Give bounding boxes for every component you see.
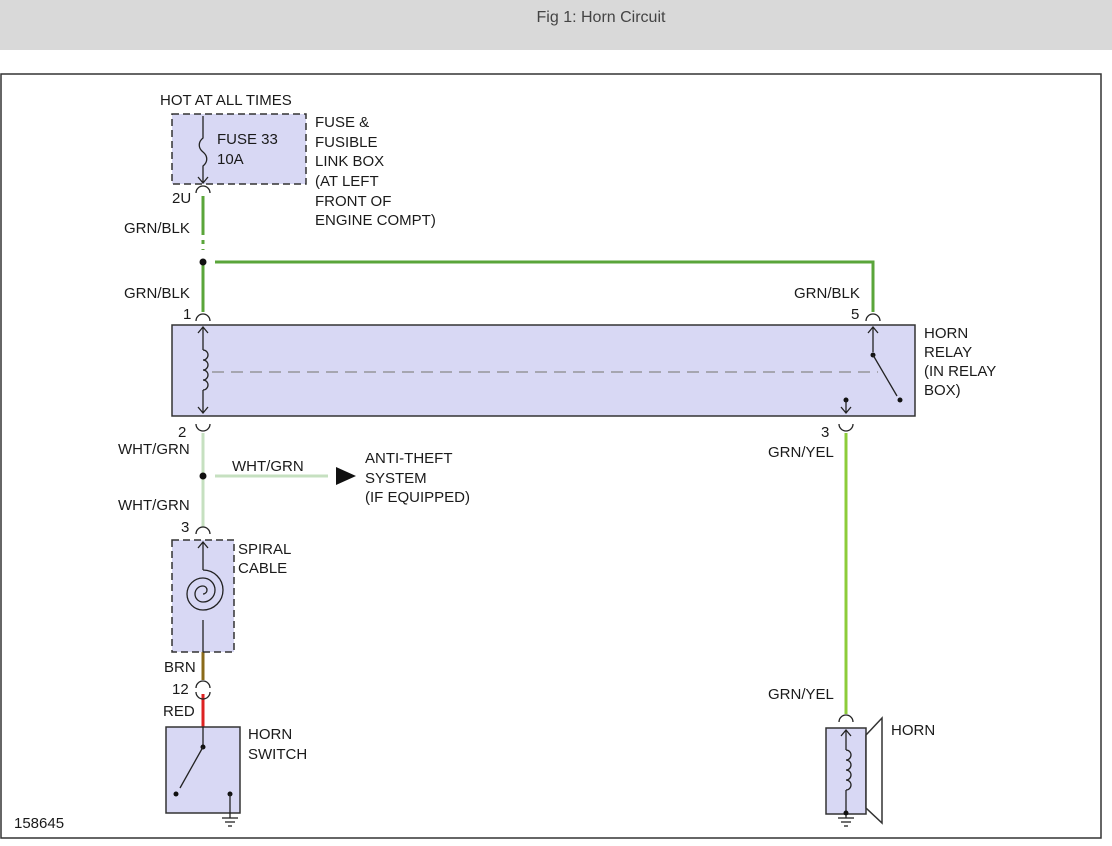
spiral-connector-3 — [195, 526, 211, 535]
wire-label-red: RED — [163, 703, 195, 720]
fuse-location-line-5: FRONT OF — [315, 193, 391, 210]
fuse-box — [171, 113, 307, 194]
horn-switch-label-line-1: HORN — [248, 726, 292, 743]
wire-grn-blk-top-run — [215, 260, 875, 312]
horn-label: HORN — [891, 722, 935, 739]
relay-connector-2 — [195, 423, 211, 432]
relay-output-arrow — [840, 406, 852, 415]
horn-switch-contact-left — [173, 791, 179, 797]
figure-id: 158645 — [14, 815, 64, 832]
ground-icon — [838, 817, 854, 827]
spiral-arrow-top — [197, 540, 209, 549]
horn-ground-dot — [843, 810, 849, 816]
relay-coil-arrow-bottom — [197, 406, 209, 415]
relay-label-line-3: (IN RELAY — [924, 363, 996, 380]
spiral-label-line-2: CABLE — [238, 560, 287, 577]
fuse-pin-label: 2U — [172, 190, 191, 207]
fuse-rating-label: 10A — [217, 151, 244, 168]
horn — [825, 714, 883, 827]
fuse-supply-label: HOT AT ALL TIMES — [160, 92, 292, 109]
spiral-pin-top: 3 — [181, 519, 189, 536]
horn-coil-icon — [845, 749, 852, 791]
wire-wht-grn — [201, 433, 328, 527]
horn-switch-body — [165, 726, 241, 814]
horn-coil-arrow — [840, 728, 852, 737]
fuse-location-line-4: (AT LEFT — [315, 173, 379, 190]
wire-label-wht-grn-2: WHT/GRN — [232, 458, 304, 475]
relay-connector-3 — [838, 423, 854, 432]
fuse-box-outline — [171, 113, 307, 185]
relay-coil-arrow-top — [197, 325, 209, 334]
wire-label-grn-yel-1: GRN/YEL — [768, 444, 834, 461]
relay-switch-contact — [897, 397, 903, 403]
horn-switch-label-line-2: SWITCH — [248, 746, 307, 763]
fuse-location-line-1: FUSE & — [315, 114, 369, 131]
fuse-symbol — [198, 116, 208, 182]
horn-switch-blade — [179, 746, 204, 789]
anti-theft-label-line-2: SYSTEM — [365, 470, 427, 487]
fuse-location-line-6: ENGINE COMPT) — [315, 212, 436, 229]
horn-bell — [865, 716, 883, 825]
spiral-label-line-1: SPIRAL — [238, 541, 291, 558]
splice-wht-grn — [199, 472, 207, 480]
diagram-frame — [0, 73, 1102, 839]
horn-switch — [165, 726, 241, 827]
wire-label-wht-grn-3: WHT/GRN — [118, 497, 190, 514]
spiral-coil-icon — [186, 569, 224, 611]
relay-connector-1 — [195, 313, 211, 322]
horn-relay-body — [171, 324, 916, 417]
relay-pin-5: 5 — [851, 306, 859, 323]
wire-label-grn-blk-1: GRN/BLK — [124, 220, 190, 237]
spiral-connector-12 — [195, 680, 211, 700]
relay-connector-5 — [865, 313, 881, 322]
wire-label-grn-yel-2: GRN/YEL — [768, 686, 834, 703]
figure-header: Fig 1: Horn Circuit — [0, 0, 1112, 50]
fuse-pin-arrow — [197, 176, 209, 185]
relay-label-line-2: RELAY — [924, 344, 972, 361]
spiral-pin-bottom: 12 — [172, 681, 189, 698]
horn-connector — [838, 714, 854, 723]
fuse-name-label: FUSE 33 — [217, 131, 278, 148]
relay-label-line-4: BOX) — [924, 382, 961, 399]
wire-label-grn-blk-3: GRN/BLK — [794, 285, 860, 302]
anti-theft-arrow — [336, 467, 356, 485]
relay-pin-1: 1 — [183, 306, 191, 323]
fuse-location-line-3: LINK BOX — [315, 153, 384, 170]
fuse-location-line-2: FUSIBLE — [315, 134, 378, 151]
ground-icon — [222, 817, 238, 827]
wire-grn-blk — [201, 196, 875, 312]
anti-theft-label-line-3: (IF EQUIPPED) — [365, 489, 470, 506]
relay-label-line-1: HORN — [924, 325, 968, 342]
relay-switch-arrow — [867, 325, 879, 334]
relay-switch-blade — [872, 354, 898, 397]
spiral-cable — [171, 526, 235, 700]
anti-theft-label-line-1: ANTI-THEFT — [365, 450, 453, 467]
relay-coil-icon — [202, 349, 209, 391]
fuse-connector-2u — [195, 185, 211, 194]
splice-grn-blk — [199, 258, 207, 266]
wire-label-brn: BRN — [164, 659, 196, 676]
horn-relay — [171, 313, 916, 432]
figure-title: Fig 1: Horn Circuit — [536, 9, 666, 26]
relay-pin-2: 2 — [178, 424, 186, 441]
wire-label-grn-blk-2: GRN/BLK — [124, 285, 190, 302]
wire-label-wht-grn-1: WHT/GRN — [118, 441, 190, 458]
relay-pin-3: 3 — [821, 424, 829, 441]
